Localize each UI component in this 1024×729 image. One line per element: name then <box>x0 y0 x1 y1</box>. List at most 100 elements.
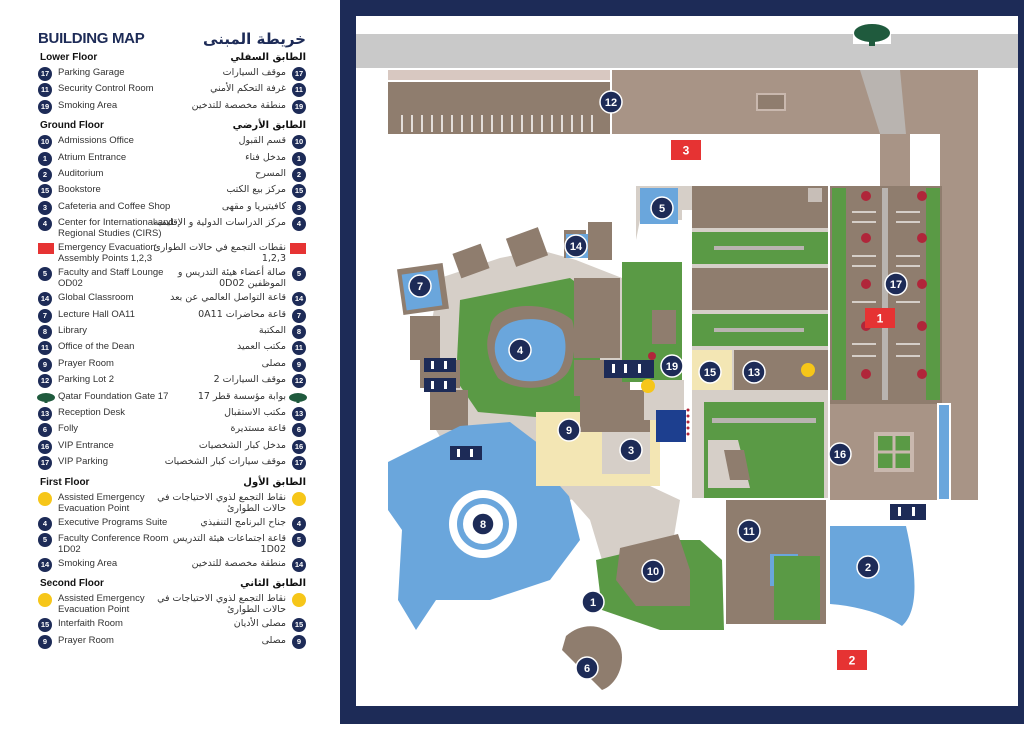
assembly-2: 2 <box>837 650 867 670</box>
road <box>356 34 1018 68</box>
legend-row: 4 Center for International and Regional S… <box>38 217 306 239</box>
legend-label: Global Classroom <box>58 292 134 304</box>
legend-label-arabic: غرفة التحكم الأمني <box>210 83 286 95</box>
assembly-3: 3 <box>671 140 701 160</box>
marker-3: 3 <box>619 438 643 462</box>
legend-label-arabic: موقف السيارات 2 <box>213 374 286 386</box>
walkway-dots <box>686 408 690 436</box>
legend-label-arabic: قاعة اجتماعات هيئة التدريس 1D02 <box>172 533 286 555</box>
marker-7: 7 <box>408 274 432 298</box>
legend-label: VIP Parking <box>58 456 108 468</box>
legend-label: Lecture Hall OA11 <box>58 308 135 320</box>
legend-number-badge: 19 <box>292 99 306 114</box>
legend-title: BUILDING MAP <box>38 30 145 47</box>
legend-number-badge: 2 <box>38 168 52 182</box>
legend-number-badge: 14 <box>292 558 306 572</box>
legend-number-badge: 3 <box>292 200 306 215</box>
legend-label: Reception Desk <box>58 407 126 418</box>
legend-label: Prayer Room <box>58 357 114 369</box>
marker-label: 9 <box>566 425 572 437</box>
assisted-evacuation-icon <box>38 593 52 608</box>
legend-label: Assisted Emergency Evacuation Point <box>58 593 145 616</box>
marker-1: 1 <box>581 590 605 614</box>
legend-label-arabic: منطقة مخصصة للتدخين <box>191 99 286 111</box>
assembly-label: 2 <box>849 654 856 668</box>
legend-number-badge: 15 <box>38 618 52 633</box>
emergency-assembly-icon <box>38 243 54 255</box>
marker-label: 7 <box>417 281 423 293</box>
marker-15: 15 <box>698 360 722 384</box>
vip-courtyard <box>874 403 951 501</box>
legend-label: Center for International and Regional St… <box>58 217 174 240</box>
emergency-assembly-icon <box>290 243 306 255</box>
legend-number-badge: 13 <box>38 407 52 421</box>
marker-label: 1 <box>590 597 596 609</box>
legend-label: Parking Garage <box>58 67 125 78</box>
marker-10: 10 <box>641 559 665 583</box>
legend-number-badge: 9 <box>292 357 306 372</box>
legend-label: Assisted Emergency Evacuation Point <box>58 491 145 514</box>
parking-lot-2 <box>388 70 836 134</box>
smoking-area-dot <box>648 352 656 360</box>
marker-17: 17 <box>884 272 908 296</box>
legend-label-arabic: نقطات التجمع في حالات الطوارئ 1,2,3 <box>153 242 286 265</box>
legend-title-arabic: خريطة المبنى <box>203 30 306 48</box>
legend-number-badge: 19 <box>38 99 52 114</box>
marker-2: 2 <box>856 555 880 579</box>
legend-label: Faculty and Staff Lounge OD02 <box>58 267 164 290</box>
legend-number-badge: 15 <box>292 618 306 633</box>
marker-label: 2 <box>865 562 871 574</box>
legend-number-badge: 11 <box>38 83 52 98</box>
marker-label: 5 <box>659 203 665 215</box>
marker-11: 11 <box>737 519 761 543</box>
legend-label-arabic: نقاط التجمع لذوي الاحتياجات في حالات الط… <box>157 593 286 616</box>
legend-row: Assisted Emergency Evacuation Point نقاط … <box>38 593 306 615</box>
legend-number-badge: 11 <box>38 341 52 356</box>
legend-number-badge: 17 <box>292 456 306 471</box>
marker-label: 4 <box>517 345 524 357</box>
legend-label-arabic: قاعة محاضرات 0A11 <box>198 308 286 320</box>
legend-number-badge: 4 <box>38 516 52 531</box>
legend-label: Interfaith Room <box>58 618 123 630</box>
legend-number-badge: 9 <box>38 634 52 649</box>
legend-number-badge: 4 <box>292 516 306 531</box>
legend-label-arabic: قاعة التواصل العالمي عن بعد <box>170 292 286 304</box>
legend-label-arabic: موقف السيارات <box>222 67 286 78</box>
legend-label: Atrium Entrance <box>58 151 127 163</box>
legend-section-title-arabic: الطابق السفلي <box>230 52 306 63</box>
legend-label: Emergency Evacuation Assembly Points 1,2… <box>58 242 156 265</box>
marker-label: 10 <box>647 566 659 578</box>
marker-label: 3 <box>628 445 634 457</box>
legend-label-arabic: مصلى <box>261 634 286 646</box>
assisted-evacuation-icon <box>292 491 306 506</box>
marker-label: 11 <box>743 526 755 538</box>
legend-section-title-arabic: الطابق الأول <box>243 476 306 488</box>
legend-number-badge: 5 <box>38 267 52 282</box>
legend-label-arabic: بوابة مؤسسة قطر 17 <box>197 390 286 402</box>
legend-label-arabic: منطقة مخصصة للتدخين <box>191 558 286 569</box>
legend-number-badge: 4 <box>38 217 52 232</box>
legend-number-badge: 9 <box>38 357 52 372</box>
legend-label: Folly <box>58 423 79 435</box>
main-building <box>636 186 828 498</box>
legend-section-title: Lower Floor <box>40 52 98 63</box>
legend-section-title: First Floor <box>40 476 90 488</box>
marker-label: 19 <box>666 361 678 373</box>
legend-label-arabic: مركز الدراسات الدولية و الإقليمية <box>153 217 286 229</box>
legend-number-badge: 6 <box>38 423 52 438</box>
marker-label: 12 <box>605 97 617 109</box>
legend-label: Executive Programs Suite <box>58 516 168 528</box>
legend-label-arabic: جناح البرنامج التنفيذي <box>200 516 286 528</box>
legend-number-badge: 13 <box>292 407 306 421</box>
